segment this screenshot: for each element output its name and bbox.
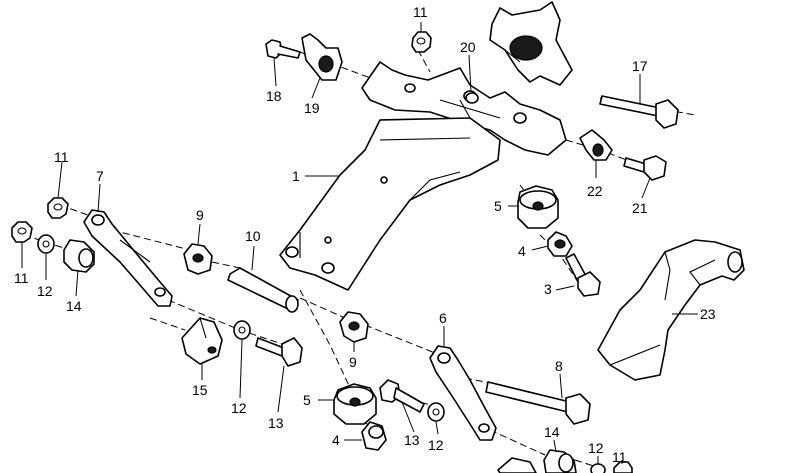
callout-12: 12 — [231, 400, 247, 416]
callout-labels: 11 20 17 18 19 1 11 7 9 10 22 21 5 4 3 1… — [14, 4, 716, 465]
nut-11-bottom — [613, 461, 633, 473]
callout-3: 3 — [544, 281, 552, 297]
callout-9: 9 — [349, 354, 357, 370]
leader-lines — [21, 22, 698, 464]
callout-5: 5 — [303, 392, 311, 408]
nut-11-left-bottom — [11, 221, 33, 243]
link-arm-6 — [429, 345, 497, 441]
bushing-4-upper — [547, 231, 573, 257]
callout-4: 4 — [518, 243, 526, 259]
callout-12: 12 — [588, 440, 604, 456]
bracket-bottom — [497, 457, 537, 473]
callout-12: 12 — [37, 283, 53, 299]
bolt-13-mid — [255, 337, 303, 367]
callout-11: 11 — [14, 270, 29, 286]
callout-19: 19 — [304, 100, 320, 116]
callout-7: 7 — [96, 168, 104, 184]
nut-11-left-top — [47, 197, 69, 219]
callout-14: 14 — [544, 424, 560, 440]
callout-11: 11 — [54, 149, 69, 165]
callout-11: 11 — [612, 449, 627, 465]
clip-19 — [301, 33, 343, 81]
sleeve-10 — [227, 267, 299, 313]
nut-9-upper — [183, 243, 213, 275]
callout-4: 4 — [332, 432, 340, 448]
callout-23: 23 — [700, 306, 716, 322]
callout-10: 10 — [245, 228, 261, 244]
clamp-block — [489, 1, 573, 86]
washer-12-bottom — [590, 463, 606, 473]
mount-5-lower — [333, 383, 377, 425]
bolt-18 — [265, 39, 301, 59]
bushing-14-left — [63, 239, 95, 273]
lever-23 — [597, 239, 745, 381]
washer-12-mid — [233, 320, 251, 340]
callout-13: 13 — [404, 432, 420, 448]
callout-21: 21 — [632, 200, 648, 216]
main-bracket — [279, 61, 567, 291]
callout-11: 11 — [413, 4, 428, 20]
bolt-8 — [485, 381, 591, 425]
callout-9: 9 — [196, 207, 204, 223]
callout-8: 8 — [555, 358, 563, 374]
callout-22: 22 — [587, 183, 603, 199]
washer-12-left — [37, 234, 55, 254]
bushing-14-lower — [543, 449, 577, 473]
bolt-17 — [599, 95, 679, 129]
bolt-13-lower — [379, 379, 425, 413]
nut-9-lower — [339, 311, 369, 343]
callout-14: 14 — [66, 298, 82, 314]
clip-22 — [579, 129, 613, 161]
callout-6: 6 — [439, 310, 447, 326]
callout-20: 20 — [460, 39, 476, 55]
mount-5-upper — [517, 185, 559, 229]
callout-13: 13 — [268, 415, 284, 431]
callout-5: 5 — [494, 198, 502, 214]
callout-15: 15 — [192, 382, 208, 398]
washer-20 — [465, 92, 479, 104]
callout-12: 12 — [428, 437, 444, 453]
nut-top — [411, 31, 432, 53]
callout-1: 1 — [292, 168, 300, 184]
link-arm-7 — [83, 209, 173, 307]
callout-17: 17 — [632, 58, 648, 74]
bushing-4-lower — [361, 421, 387, 451]
bracket-15 — [181, 317, 223, 365]
washer-12-lower — [427, 402, 445, 422]
callout-18: 18 — [266, 88, 282, 104]
bolt-3 — [565, 253, 601, 297]
bolt-21 — [623, 155, 667, 181]
